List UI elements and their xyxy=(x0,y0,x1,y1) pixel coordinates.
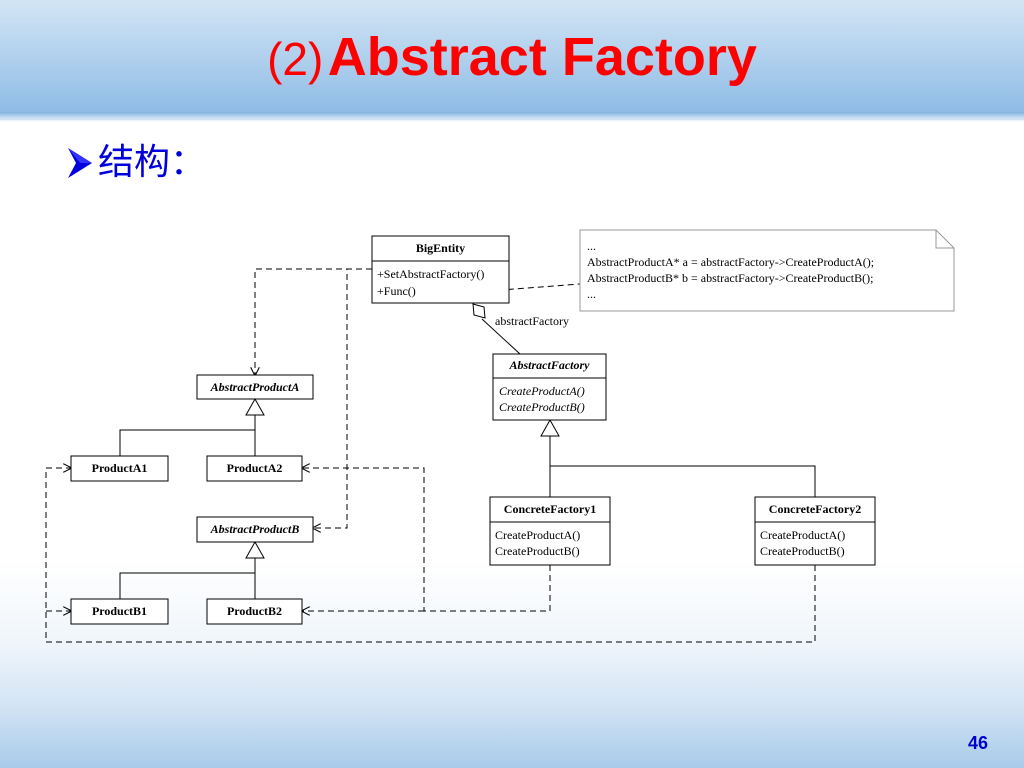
arrow-bullet-icon xyxy=(68,148,92,178)
class-abstractproducta: AbstractProductA xyxy=(196,374,314,400)
dependency-bigentity-to-abstractproducta xyxy=(255,268,372,375)
class-concretefactory2-method-1: CreateProductA() xyxy=(760,528,845,542)
class-bigentity: BigEntity +SetAbstractFactory() +Func() xyxy=(371,235,510,304)
title-band-divider xyxy=(0,118,1024,120)
class-abstractfactory: AbstractFactory CreateProductA() CreateP… xyxy=(492,353,607,421)
association-label: abstractFactory xyxy=(495,314,569,328)
class-productb1-name: ProductB1 xyxy=(92,604,147,618)
dependency-bigentity-to-abstractproductb xyxy=(313,268,372,528)
class-productb2-name: ProductB2 xyxy=(227,604,282,618)
class-concretefactory2: ConcreteFactory2 CreateProductA() Create… xyxy=(754,496,876,566)
class-productb2: ProductB2 xyxy=(206,598,303,625)
code-note: ... AbstractProductA* a = abstractFactor… xyxy=(579,229,955,312)
class-concretefactory1-method-2: CreateProductB() xyxy=(495,544,580,558)
class-bigentity-name: BigEntity xyxy=(416,241,465,255)
generalization-concretefactory2 xyxy=(550,465,816,497)
note-line-4: ... xyxy=(587,287,596,301)
bullet-text: 结构： xyxy=(98,141,207,182)
class-bigentity-method-2: +Func() xyxy=(377,284,416,298)
generalization-triangle-factory xyxy=(540,418,560,437)
page-number: 46 xyxy=(967,733,988,753)
title-main: Abstract Factory xyxy=(327,27,757,87)
class-producta1-name: ProductA1 xyxy=(92,461,148,475)
generalization-triangle-a xyxy=(245,397,265,416)
class-producta2-name: ProductA2 xyxy=(227,461,283,475)
title-prefix: (2) xyxy=(267,33,324,85)
class-concretefactory1-name: ConcreteFactory1 xyxy=(504,502,596,516)
association-line xyxy=(481,318,521,355)
aggregation-association xyxy=(472,303,521,355)
class-concretefactory1: ConcreteFactory1 CreateProductA() Create… xyxy=(489,496,611,566)
class-producta2: ProductA2 xyxy=(206,455,303,482)
class-abstractproductb-name: AbstractProductB xyxy=(210,522,300,536)
class-productb1: ProductB1 xyxy=(70,598,169,625)
class-abstractfactory-name: AbstractFactory xyxy=(509,358,591,372)
class-abstractfactory-method-1: CreateProductA() xyxy=(499,384,585,398)
class-abstractproductb: AbstractProductB xyxy=(196,516,314,543)
generalization-lines xyxy=(119,397,816,599)
class-concretefactory2-method-2: CreateProductB() xyxy=(760,544,845,558)
generalization-productb1 xyxy=(119,572,255,599)
generalization-producta1 xyxy=(119,429,255,456)
class-concretefactory1-method-1: CreateProductA() xyxy=(495,528,580,542)
class-producta1: ProductA1 xyxy=(70,455,169,482)
class-concretefactory2-name: ConcreteFactory2 xyxy=(769,502,861,516)
dependency-cf2-to-producta1 xyxy=(45,468,816,643)
aggregation-diamond xyxy=(472,303,486,319)
class-abstractfactory-method-2: CreateProductB() xyxy=(499,400,585,414)
slide-title: (2) Abstract Factory xyxy=(0,30,1024,84)
class-bigentity-method-1: +SetAbstractFactory() xyxy=(377,267,484,281)
note-line-3: AbstractProductB* b = abstractFactory->C… xyxy=(587,271,873,285)
title-band xyxy=(0,0,1024,122)
class-abstractproducta-name: AbstractProductA xyxy=(210,380,300,394)
note-line-1: ... xyxy=(587,239,596,253)
generalization-triangle-b xyxy=(245,540,265,559)
bullet-item: 结构： xyxy=(66,140,206,184)
note-line-2: AbstractProductA* a = abstractFactory->C… xyxy=(587,255,874,269)
